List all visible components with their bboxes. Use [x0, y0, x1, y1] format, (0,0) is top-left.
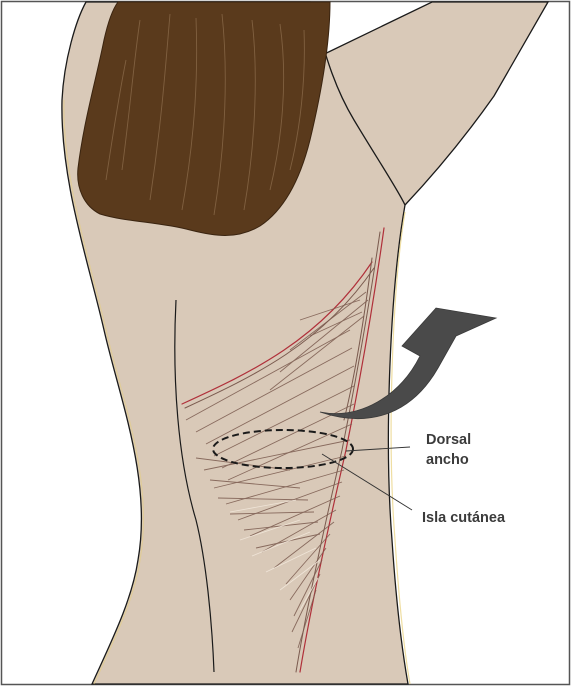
label-ancho: ancho: [426, 452, 469, 468]
label-dorsal: Dorsal: [426, 432, 471, 448]
label-isla-cutanea: Isla cutánea: [422, 510, 506, 526]
